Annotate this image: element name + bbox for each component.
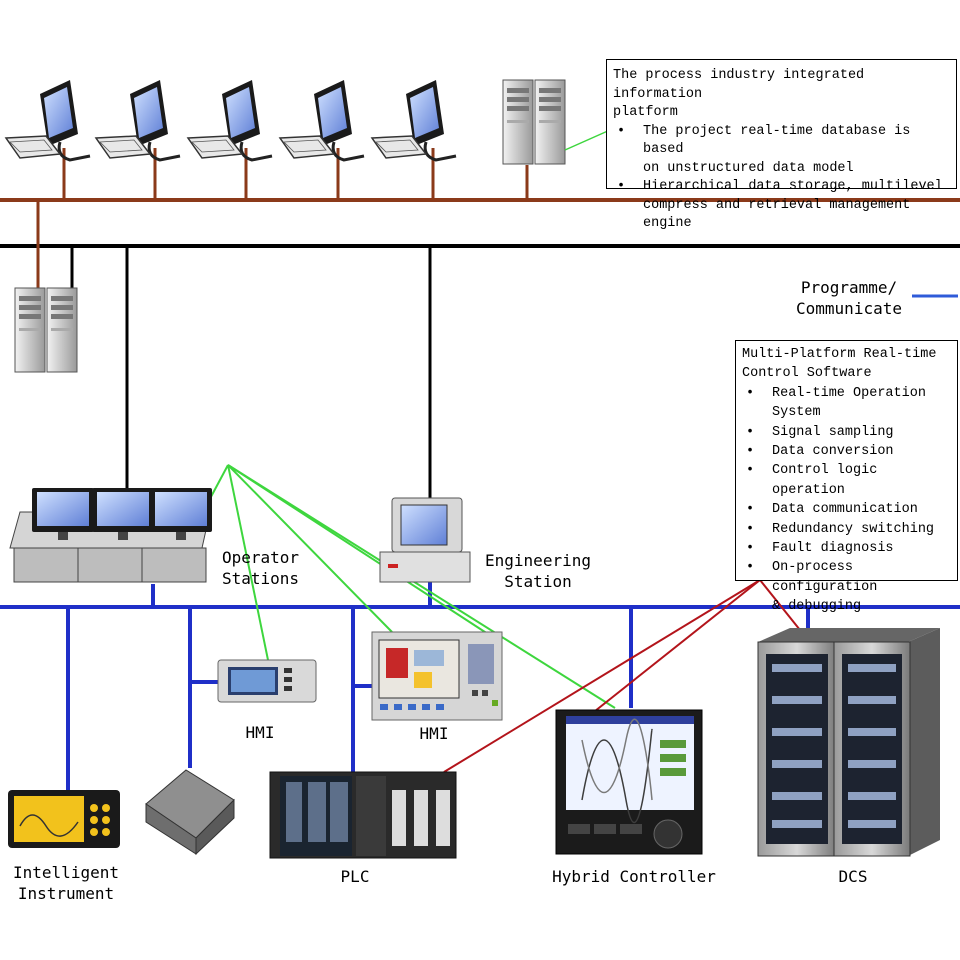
info-platform-box: The process industry integrated informat… xyxy=(606,59,957,231)
workstation-icon-4 xyxy=(278,78,366,162)
hmi-panel-small-icon xyxy=(217,659,317,703)
operator-stations-label-line2: Stations xyxy=(222,569,300,588)
hmi-panel-large-icon xyxy=(371,631,503,721)
control-bullet: Real-time Operation System xyxy=(742,384,951,423)
intelligent-instrument-label-line1: Intelligent xyxy=(13,863,119,882)
hmi-large-label: HMI xyxy=(419,724,449,743)
database-server-icon xyxy=(502,79,566,165)
control-bullet: Signal sampling xyxy=(742,423,951,443)
hybrid-controller-label: Hybrid Controller xyxy=(552,867,716,886)
control-bullet: Data communication xyxy=(742,500,951,520)
server-icon xyxy=(14,287,78,373)
control-software-box: Multi-Platform Real-time Control Softwar… xyxy=(735,340,958,614)
operator-stations-label: Operator Stations xyxy=(222,547,299,589)
dcs-cabinet-icon xyxy=(757,628,940,857)
engineering-station-label-line2: Station xyxy=(504,572,572,591)
engineering-station-label-line1: Engineering xyxy=(485,551,591,570)
info-platform-title: The process industry integrated informat… xyxy=(613,68,865,120)
operator-console-icon xyxy=(9,488,212,583)
intelligent-instrument-label: Intelligent Instrument xyxy=(6,862,126,904)
legend-label-line2: Communicate xyxy=(796,299,902,318)
plc-label: PLC xyxy=(340,867,370,886)
control-bullet: Fault diagnosis xyxy=(742,539,951,559)
control-software-title: Multi-Platform Real-time Control Softwar… xyxy=(742,347,937,382)
hmi-small-label: HMI xyxy=(245,723,275,742)
info-bullet: The project real-time database is based … xyxy=(613,123,950,179)
control-bus-drops xyxy=(70,246,432,508)
top-bus-drops xyxy=(36,148,529,296)
workstation-icon-5 xyxy=(370,78,458,162)
control-bullet: Control logic operation xyxy=(742,461,951,500)
operator-stations-label-line1: Operator xyxy=(222,548,300,567)
compact-plc-icon xyxy=(145,769,235,856)
field-bus-drops xyxy=(66,582,810,790)
control-bullet: Redundancy switching xyxy=(742,520,951,540)
control-bullet: Data conversion xyxy=(742,442,951,462)
dcs-label: DCS xyxy=(838,867,868,886)
hybrid-controller-icon xyxy=(555,709,703,855)
intelligent-instrument-icon xyxy=(8,790,120,848)
info-bullet: Hierarchical data storage, multilevel co… xyxy=(613,178,950,234)
intelligent-instrument-label-line2: Instrument xyxy=(17,884,115,903)
legend-label: Programme/ Communicate xyxy=(790,277,908,319)
engineering-station-label: Engineering Station xyxy=(482,550,594,592)
engineering-station-icon xyxy=(379,497,471,583)
workstation-icon-3 xyxy=(186,78,274,162)
plc-rack-icon xyxy=(269,771,457,859)
legend-label-line1: Programme/ xyxy=(800,278,898,297)
workstation-icon-1 xyxy=(4,78,92,162)
workstation-icon-2 xyxy=(94,78,182,162)
control-bullet: On-process configuration & debugging xyxy=(742,558,951,616)
